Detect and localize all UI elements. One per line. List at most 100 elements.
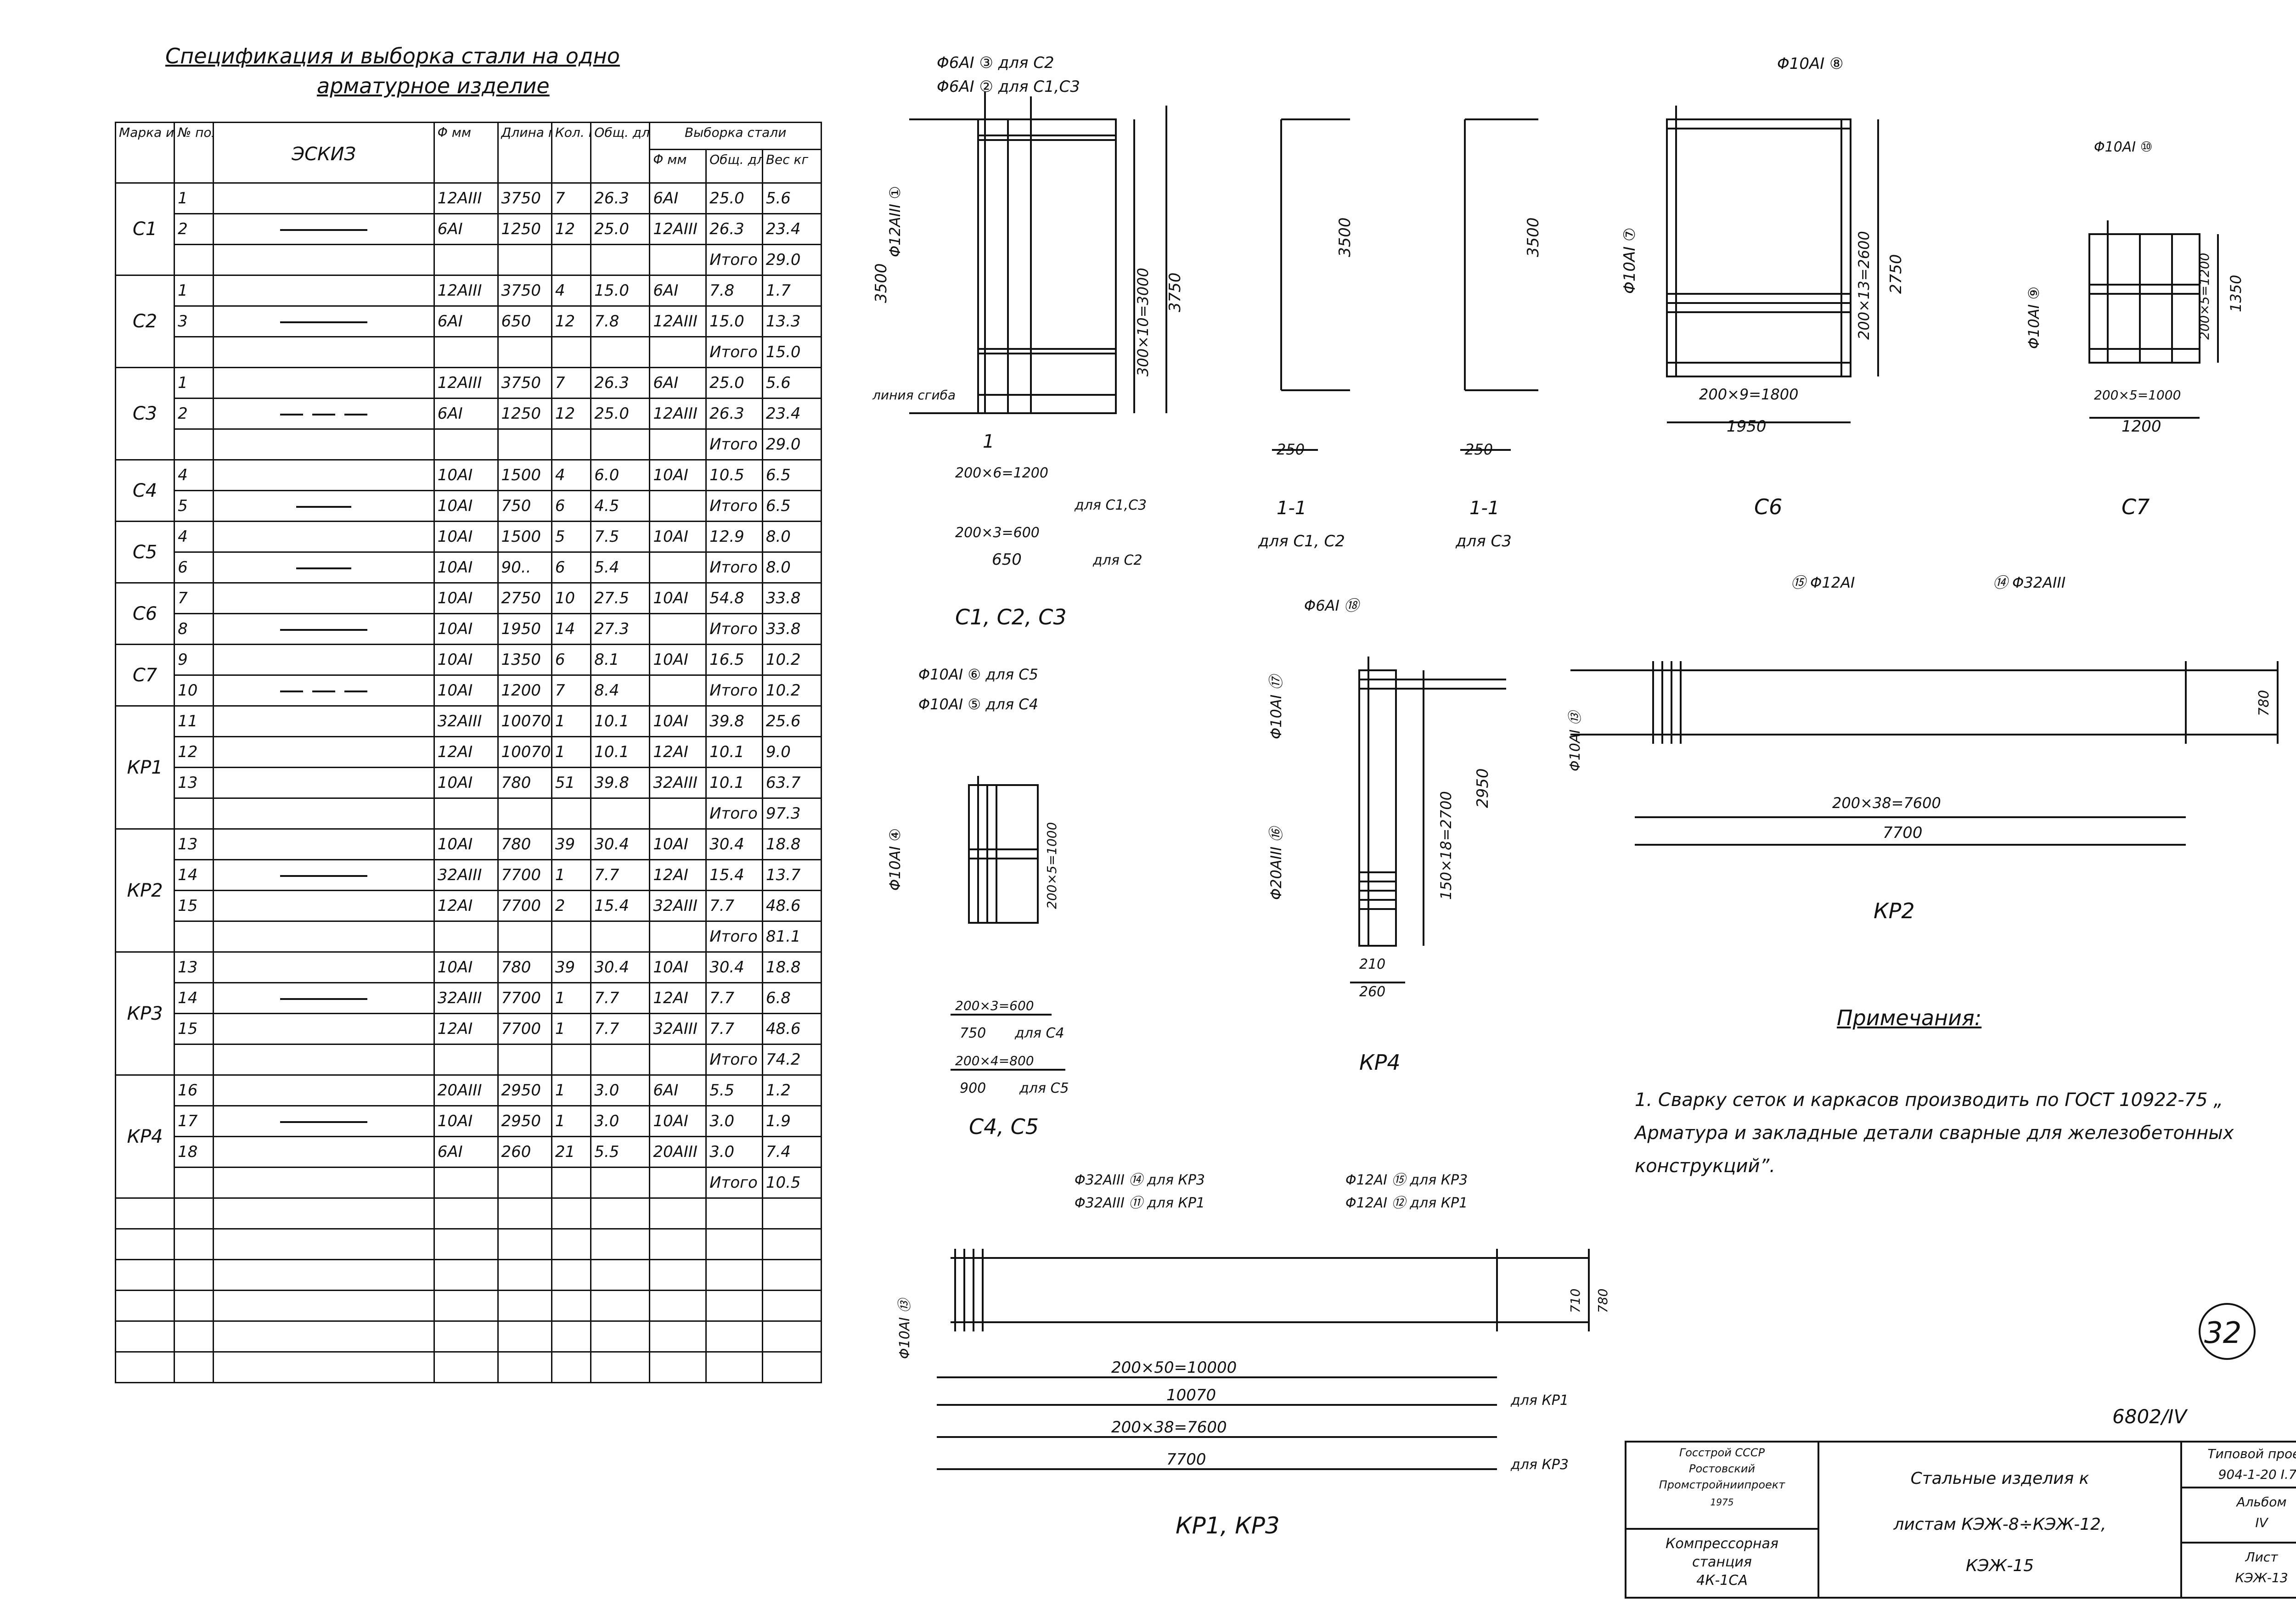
cell-diameter: 10AI <box>433 951 499 983</box>
kp4-left-2: Φ20AIII ⑯ <box>1267 825 1285 900</box>
kp13-dim-3: 200×38=7600 <box>1111 1418 1227 1437</box>
cell-pos <box>174 797 214 830</box>
cell-total-length: 10.1 <box>590 736 651 768</box>
cell-total-length: 6.0 <box>590 459 651 491</box>
empty-cell <box>174 1259 214 1291</box>
cell-total-length: 3.0 <box>590 1074 651 1106</box>
cell-diameter: 6AI <box>433 213 499 245</box>
cell-count: 1 <box>551 1013 592 1045</box>
cell-sketch <box>213 1167 435 1199</box>
c7-dim-4: 1200 <box>2122 417 2161 436</box>
cell-pos: 16 <box>174 1074 214 1106</box>
cell-length: 2750 <box>497 582 552 614</box>
c6-dim-3: 200×9=1800 <box>1699 386 1799 403</box>
cell-sel-diameter: 12AIII <box>649 398 707 430</box>
cell-sketch <box>213 767 435 799</box>
cell-mark: С6 <box>114 582 175 645</box>
cell-count <box>551 797 592 830</box>
cell-total-length: 7.7 <box>590 1013 651 1045</box>
cell-sel-weight: 6.8 <box>761 982 822 1014</box>
cell-sel-weight: 15.0 <box>761 336 822 368</box>
cell-sel-total: 7.8 <box>705 275 763 307</box>
cell-pos: 1 <box>174 367 214 399</box>
cell-sel-diameter: 10AI <box>649 705 707 737</box>
cell-total-length: 15.0 <box>590 275 651 307</box>
kp13-dim-1: 200×50=10000 <box>1111 1359 1237 1377</box>
cell-sel-diameter: 12AIII <box>649 305 707 337</box>
cell-sel-diameter: 10AI <box>649 951 707 983</box>
cell-sel-total: 10.5 <box>705 459 763 491</box>
empty-cell <box>649 1351 707 1383</box>
cell-sel-diameter: 32AIII <box>649 890 707 922</box>
section-1-1-c1-c2 <box>1272 118 1350 451</box>
cell-pos <box>174 244 214 276</box>
cell-length <box>497 921 552 953</box>
empty-cell <box>213 1197 435 1229</box>
bar-sketch-segment <box>280 413 304 415</box>
empty-cell <box>213 1228 435 1260</box>
c6-dim-4: 1950 <box>1727 417 1767 436</box>
cell-sel-total: 3.0 <box>705 1105 763 1137</box>
hdr-length: Длина мм <box>497 122 552 184</box>
cell-pos: 13 <box>174 767 214 799</box>
cell-sel-diameter <box>649 336 707 368</box>
c1-bottom-note-2: для С2 <box>1092 552 1142 568</box>
cell-count: 39 <box>551 951 592 983</box>
empty-cell <box>551 1320 592 1353</box>
bar-sketch <box>296 567 352 569</box>
cell-count <box>551 428 592 460</box>
cell-sketch <box>213 521 435 553</box>
doc-code: 6802/IV <box>2112 1405 2188 1428</box>
cell-sel-total: 5.5 <box>705 1074 763 1106</box>
cell-sel-weight: 23.4 <box>761 213 822 245</box>
bar-sketch-segment <box>312 690 336 692</box>
kp4-top: Φ6AI ⑱ <box>1304 597 1361 614</box>
cell-diameter: 12AIII <box>433 367 499 399</box>
kp13-title: КР1, КР3 <box>1176 1512 1280 1539</box>
cell-sel-total: Итого <box>705 490 763 522</box>
empty-cell <box>551 1259 592 1291</box>
cell-count: 2 <box>551 890 592 922</box>
hdr-pos: № поз. <box>174 122 214 184</box>
mesh-c1-c2-c3 <box>909 92 1167 414</box>
cell-sel-diameter <box>649 428 707 460</box>
cell-length: 2950 <box>497 1074 552 1106</box>
cell-total-length: 15.4 <box>590 890 651 922</box>
cell-total-length <box>590 428 651 460</box>
cell-total-length: 7.5 <box>590 521 651 553</box>
c6-dim-2: 2750 <box>1887 254 1905 294</box>
empty-cell <box>649 1290 707 1322</box>
cell-length <box>497 336 552 368</box>
c45-top-2: Φ10AI ⑤ для С4 <box>918 696 1038 713</box>
cell-pos: 13 <box>174 951 214 983</box>
tb-org-1: Госстрой СССР <box>1679 1446 1765 1459</box>
cell-length: 780 <box>497 951 552 983</box>
sec11b-title: 1-1 <box>1469 498 1499 519</box>
empty-cell <box>213 1320 435 1353</box>
spec-subtitle: арматурное изделие <box>317 73 550 98</box>
bar-sketch-segment <box>344 413 368 415</box>
cell-length: 750 <box>497 490 552 522</box>
cell-length: 1250 <box>497 398 552 430</box>
kp13-top-3: Φ12AI ⑮ для КР3 <box>1345 1172 1468 1188</box>
tb-name-1: Стальные изделия к <box>1910 1469 2089 1488</box>
cell-count: 7 <box>551 674 592 707</box>
kp13-note-2: для КР3 <box>1510 1457 1569 1473</box>
tb-album-label: Альбом <box>2236 1494 2287 1510</box>
cell-total-length: 30.4 <box>590 951 651 983</box>
cell-diameter: 6AI <box>433 1136 499 1168</box>
kp4-dim-2: 2950 <box>1474 768 1492 808</box>
bar-sketch <box>296 505 352 508</box>
cell-sel-weight: 10.2 <box>761 644 822 676</box>
cell-sel-diameter: 6AI <box>649 367 707 399</box>
cell-sel-weight: 33.8 <box>761 582 822 614</box>
